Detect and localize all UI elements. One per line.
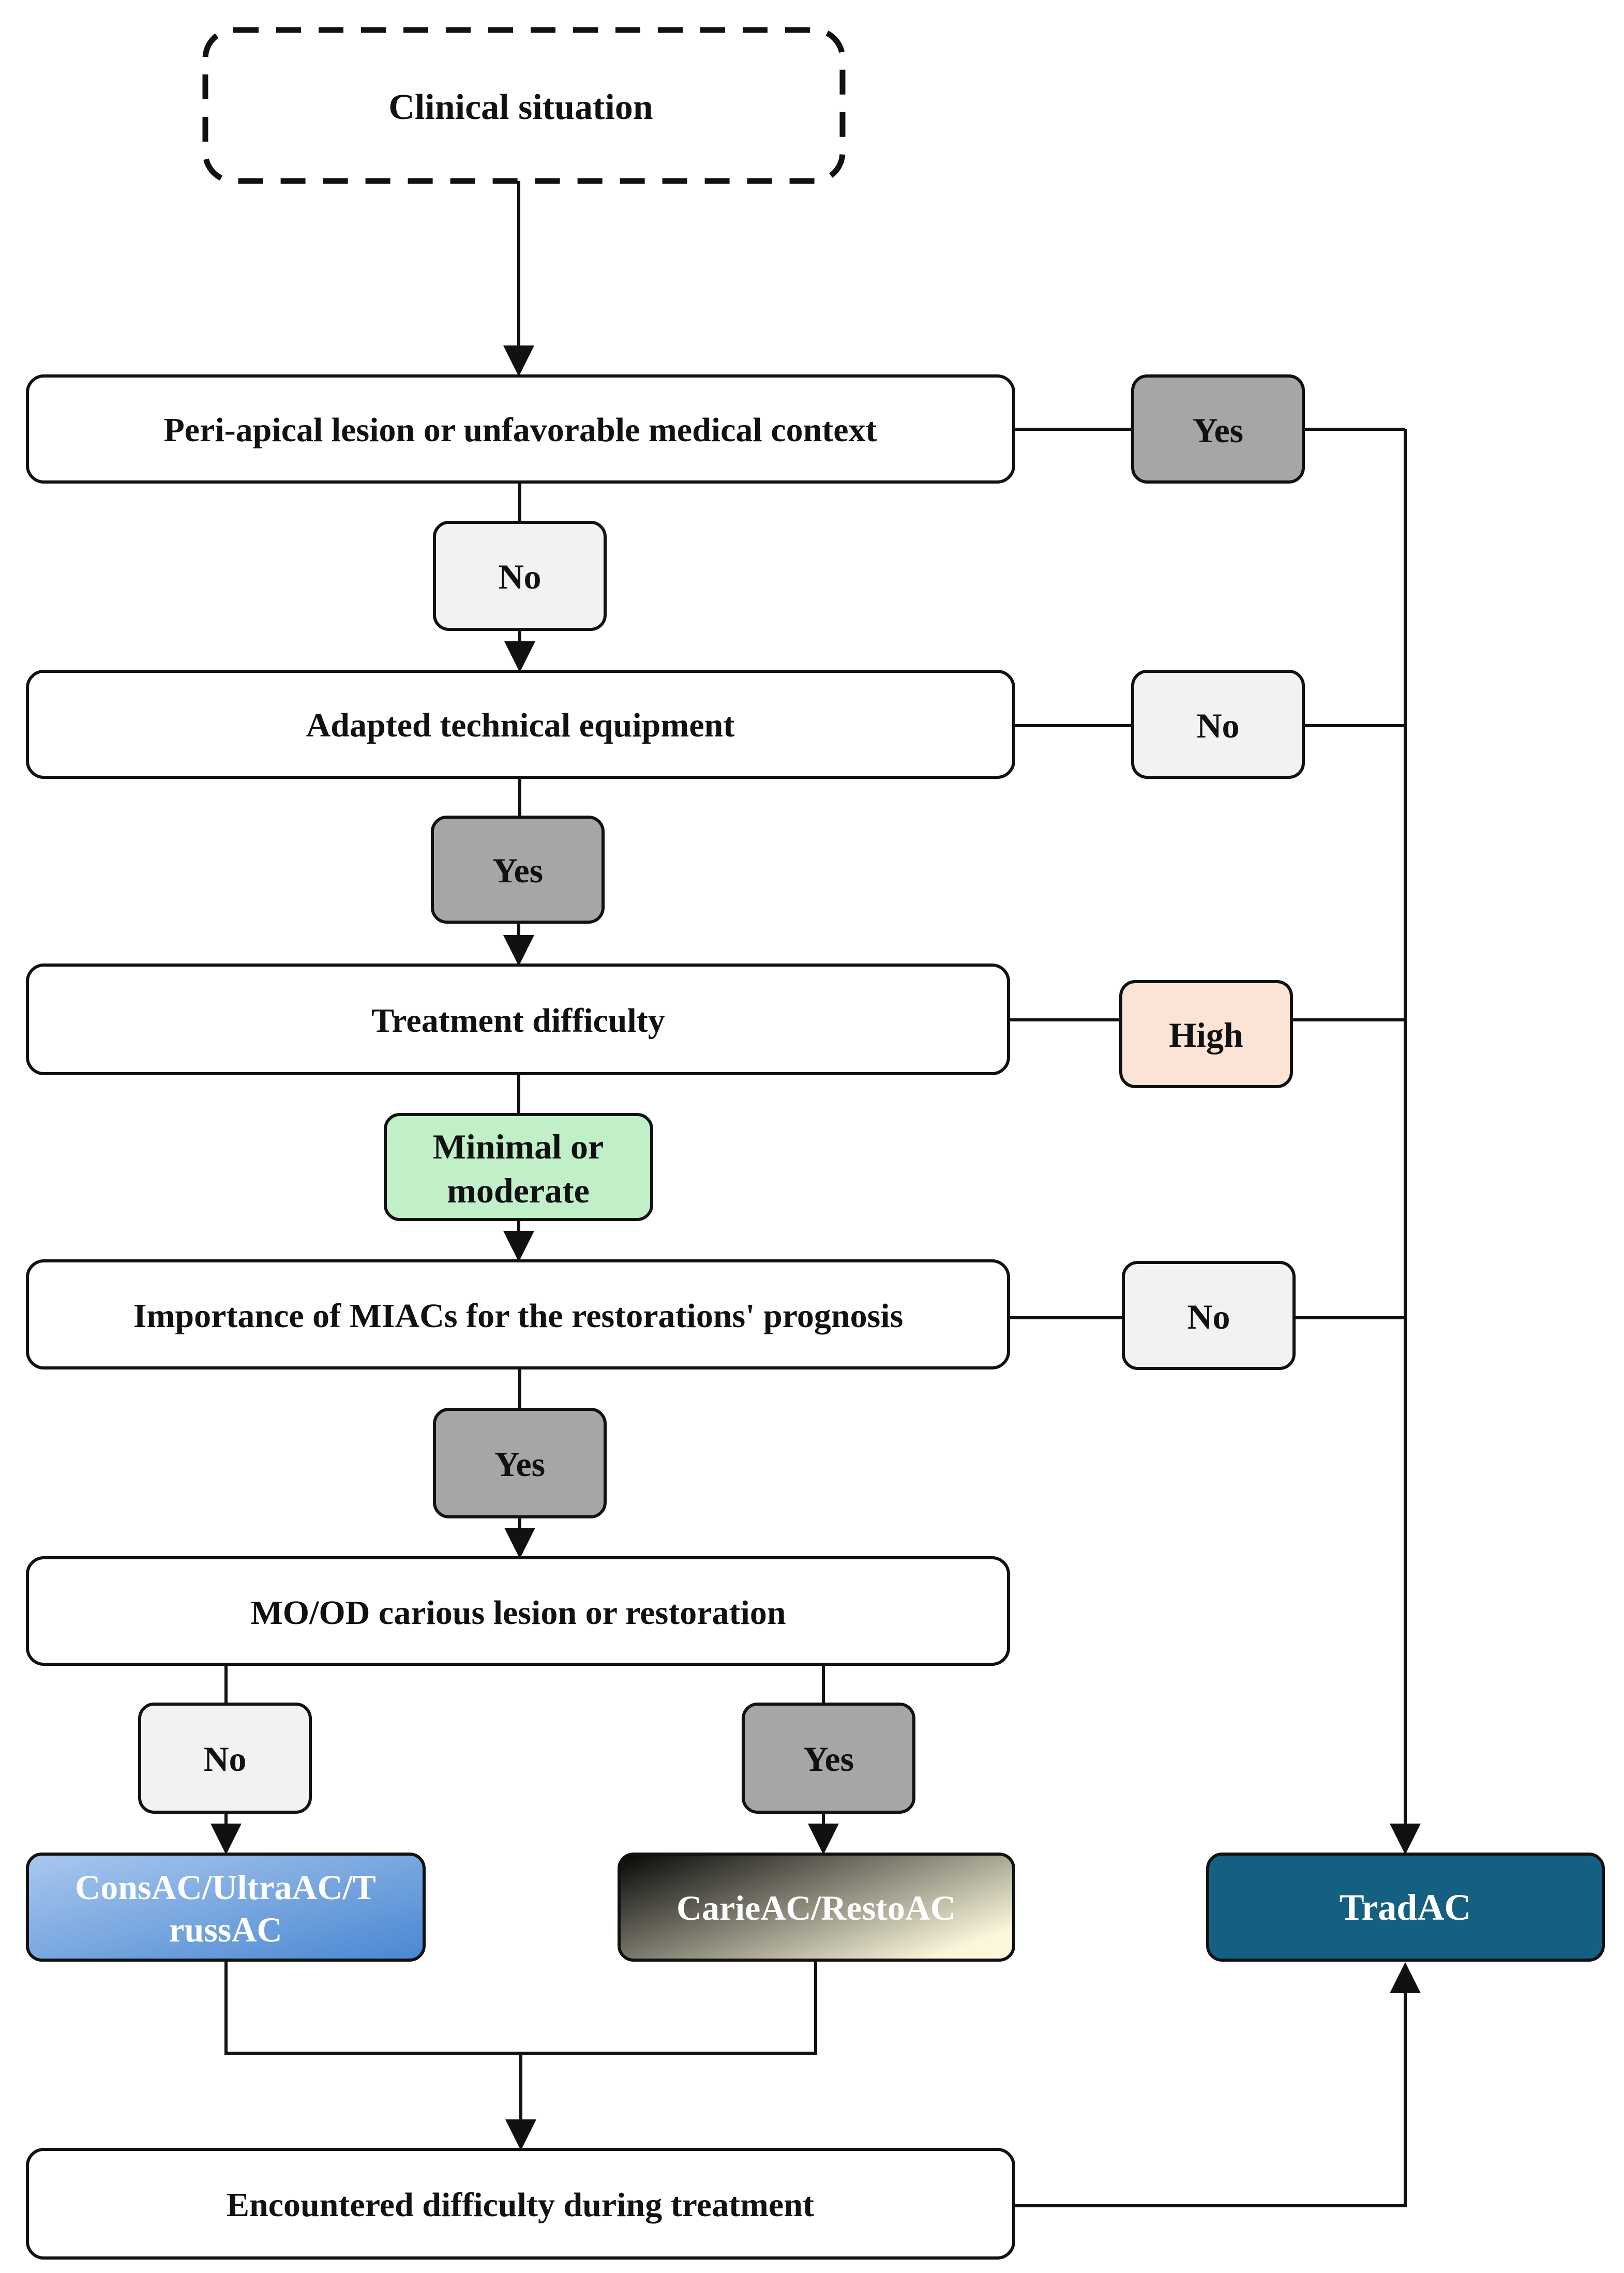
decision-periapical-no: No: [433, 521, 607, 631]
decision-caries-yes: Yes: [742, 1703, 915, 1814]
decision-periapical-yes: Yes: [1131, 374, 1305, 484]
decision-caries-no-label: No: [203, 1739, 246, 1779]
question-equipment: Adapted technical equipment: [26, 670, 1015, 779]
question-periapical: Peri-apical lesion or unfavorable medica…: [26, 374, 1015, 484]
question-periapical-label: Peri-apical lesion or unfavorable medica…: [163, 411, 877, 449]
outcome-cons-line2: russAC: [169, 1910, 282, 1949]
decision-importance-no-label: No: [1187, 1297, 1230, 1336]
decision-difficulty-high-label: High: [1169, 1015, 1243, 1055]
start-node: Clinical situation: [202, 27, 846, 184]
decision-periapical-no-label: No: [498, 557, 541, 596]
question-importance-label: Importance of MIACs for the restorations…: [133, 1297, 904, 1335]
question-equipment-label: Adapted technical equipment: [306, 706, 735, 744]
outcome-trad: TradAC: [1206, 1853, 1605, 1962]
question-caries: MO/OD carious lesion or restoration: [26, 1556, 1010, 1666]
outcome-carie: CarieAC/RestoAC: [618, 1853, 1015, 1962]
decision-caries-yes-label: Yes: [803, 1739, 854, 1779]
decision-difficulty-minimal-line2: moderate: [447, 1171, 590, 1210]
connectors: [210, 181, 1421, 2207]
outcome-cons: ConsAC/UltraAC/T russAC: [26, 1853, 426, 1962]
decision-importance-yes-label: Yes: [494, 1444, 545, 1484]
decision-caries-no: No: [138, 1703, 312, 1814]
outcome-cons-line1: ConsAC/UltraAC/T: [75, 1868, 376, 1907]
decision-importance-yes: Yes: [433, 1408, 607, 1518]
decision-equipment-no-label: No: [1196, 706, 1239, 745]
question-difficulty: Treatment difficulty: [26, 964, 1010, 1075]
question-importance: Importance of MIACs for the restorations…: [26, 1259, 1010, 1369]
decision-difficulty-minimal: Minimal or moderate: [384, 1113, 653, 1221]
decision-importance-no: No: [1122, 1261, 1296, 1370]
start-node-label: Clinical situation: [388, 87, 653, 127]
question-difficulty-label: Treatment difficulty: [371, 1002, 665, 1040]
outcome-trad-label: TradAC: [1340, 1887, 1471, 1928]
arrow-encountered-to-trad: [1014, 1962, 1421, 2207]
decision-equipment-yes: Yes: [431, 816, 605, 924]
decision-equipment-no: No: [1131, 670, 1305, 779]
question-caries-label: MO/OD carious lesion or restoration: [250, 1594, 786, 1632]
outcome-carie-label: CarieAC/RestoAC: [676, 1888, 956, 1928]
decision-periapical-yes-label: Yes: [1193, 411, 1243, 450]
decision-difficulty-minimal-line1: Minimal or: [433, 1127, 604, 1166]
line-outcomes-merge: [224, 1960, 817, 2055]
decision-equipment-yes-label: Yes: [492, 851, 543, 890]
decision-difficulty-high: High: [1119, 980, 1293, 1088]
question-encountered-label: Encountered difficulty during treatment: [227, 2186, 814, 2224]
question-encountered: Encountered difficulty during treatment: [26, 2148, 1015, 2260]
